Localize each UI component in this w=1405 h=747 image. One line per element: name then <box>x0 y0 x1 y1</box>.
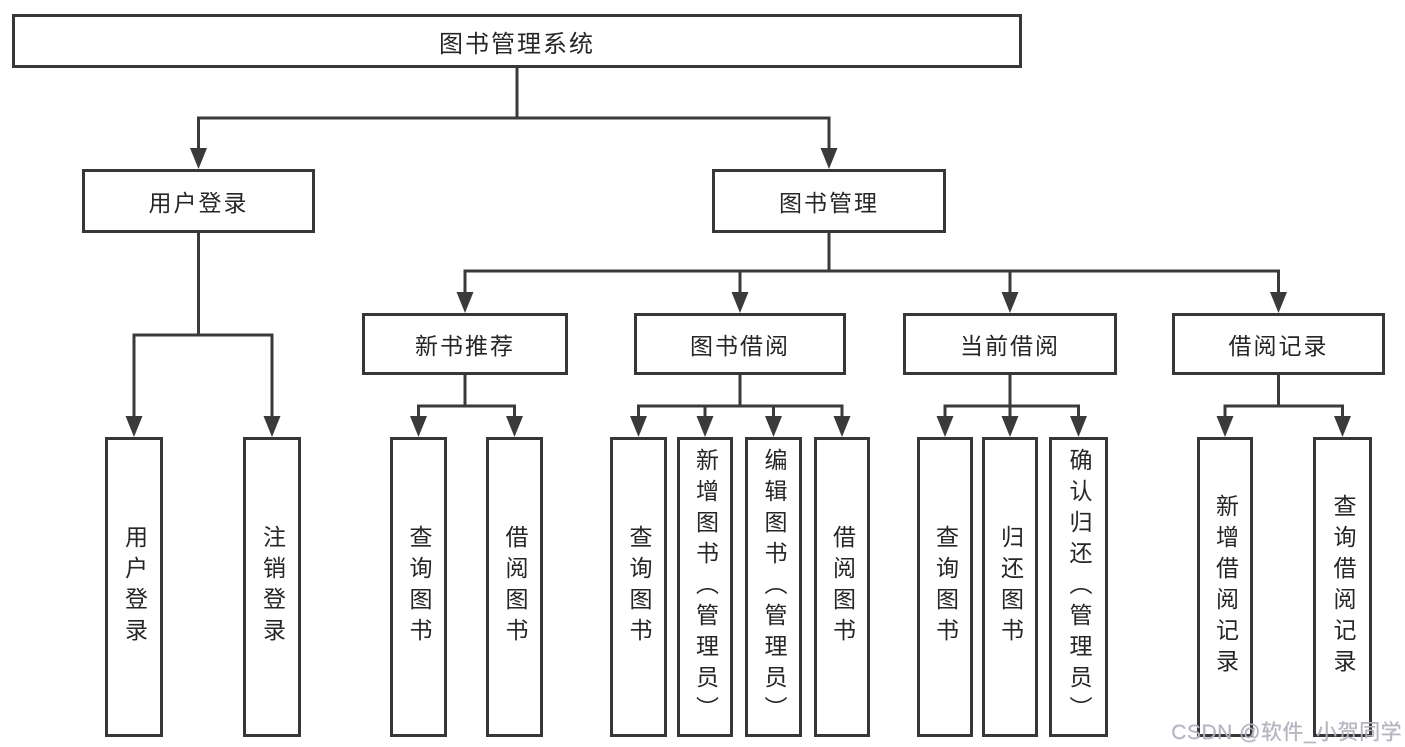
arrowhead-icon <box>765 416 782 437</box>
arrowhead-icon <box>125 416 143 437</box>
node-borrow: 图书借阅 <box>634 313 846 375</box>
node-rec-leaf-2: 借阅图书 <box>486 437 543 737</box>
connector-lines <box>943 373 1080 423</box>
connector-borrow <box>630 373 851 437</box>
watermark: CSDN @软件_小贺同学 <box>1171 721 1402 744</box>
connector-rec <box>410 373 523 437</box>
node-login: 用户登录 <box>82 169 315 233</box>
arrowhead-icon <box>410 416 427 437</box>
node-record-leaf-1: 新增借阅记录 <box>1197 437 1253 737</box>
node-login-leaf-2: 注销登录 <box>243 437 301 737</box>
arrowhead-icon <box>263 416 281 437</box>
node-borrow-leaf-1: 查询图书 <box>610 437 667 737</box>
node-mgmt: 图书管理 <box>712 169 946 233</box>
node-borrow-leaf-2: 新增图书（管理员） <box>677 437 733 737</box>
arrowhead-icon <box>1216 416 1234 437</box>
arrowhead-icon <box>833 416 851 437</box>
arrowhead-icon <box>190 148 207 169</box>
arrowhead-icon <box>820 148 838 169</box>
node-record: 借阅记录 <box>1172 313 1385 375</box>
arrowhead-icon <box>456 292 474 313</box>
arrowhead-icon <box>696 416 714 437</box>
node-current: 当前借阅 <box>903 313 1117 375</box>
node-record-leaf-2: 查询借阅记录 <box>1313 437 1372 737</box>
connector-login <box>125 231 281 437</box>
node-borrow-leaf-4: 借阅图书 <box>814 437 870 737</box>
connector-record <box>1216 373 1351 437</box>
arrowhead-icon <box>506 416 523 437</box>
arrowhead-icon <box>936 416 954 437</box>
node-login-leaf-1: 用户登录 <box>105 437 163 737</box>
connector-mgmt <box>456 231 1287 313</box>
node-borrow-leaf-3: 编辑图书（管理员） <box>745 437 802 737</box>
connector-lines <box>1223 373 1344 423</box>
connector-lines <box>417 373 516 423</box>
arrowhead-icon <box>731 292 749 313</box>
connector-lines <box>637 373 844 423</box>
node-rec: 新书推荐 <box>362 313 568 375</box>
connector-lines <box>197 66 831 155</box>
connector-lines <box>132 231 274 423</box>
connector-root <box>190 66 838 169</box>
connector-current <box>936 373 1087 437</box>
arrowhead-icon <box>630 416 647 437</box>
arrowhead-icon <box>1001 416 1019 437</box>
node-current-leaf-3: 确认归还（管理员） <box>1049 437 1108 737</box>
node-current-leaf-2: 归还图书 <box>982 437 1038 737</box>
arrowhead-icon <box>1070 416 1087 437</box>
node-root: 图书管理系统 <box>12 14 1022 68</box>
connector-lines <box>463 231 1280 299</box>
arrowhead-icon <box>1001 292 1019 313</box>
node-current-leaf-1: 查询图书 <box>917 437 973 737</box>
arrowhead-icon <box>1334 416 1351 437</box>
arrowhead-icon <box>1270 292 1287 313</box>
node-rec-leaf-1: 查询图书 <box>390 437 447 737</box>
